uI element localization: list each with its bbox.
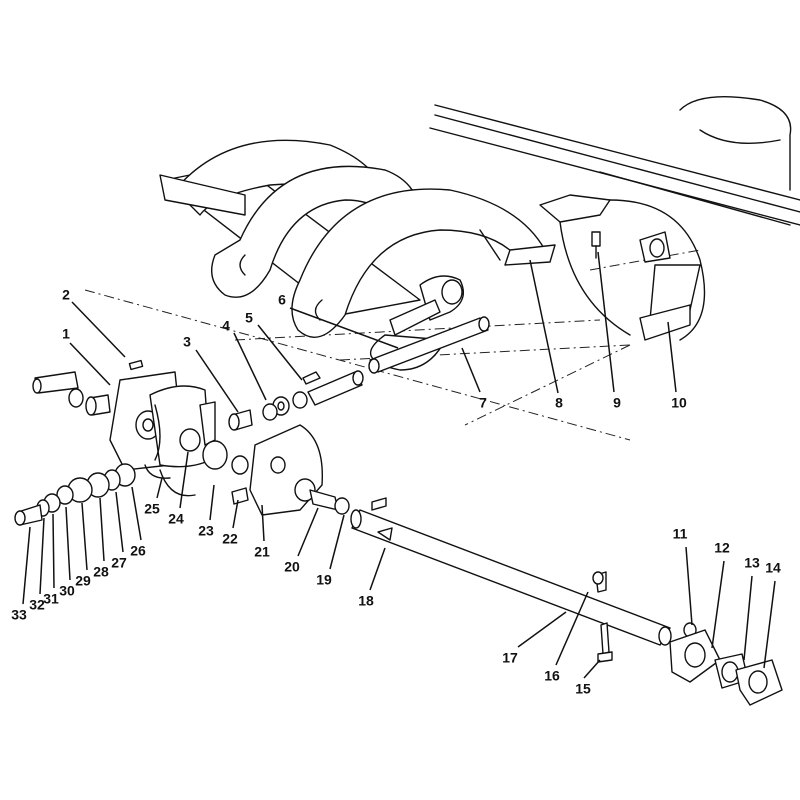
callout-label-14: 14: [765, 560, 781, 576]
callout-label-5: 5: [245, 310, 253, 326]
callout-label-17: 17: [502, 650, 518, 666]
callout-label-6: 6: [278, 292, 286, 308]
callout-label-25: 25: [144, 501, 160, 517]
callout-label-1: 1: [62, 326, 70, 342]
bearing-stack: [14, 463, 136, 526]
callout-label-12: 12: [714, 540, 730, 556]
auger-assembly: [159, 139, 556, 371]
callout-label-8: 8: [555, 395, 563, 411]
callout-label-20: 20: [284, 559, 300, 575]
callout-label-24: 24: [168, 511, 184, 527]
callout-label-10: 10: [671, 395, 687, 411]
callout-label-19: 19: [316, 572, 332, 588]
callout-label-28: 28: [93, 564, 109, 580]
callout-label-15: 15: [575, 681, 591, 697]
end-bearing-assembly: [669, 622, 783, 706]
callout-label-32: 32: [29, 597, 45, 613]
callout-label-26: 26: [130, 543, 146, 559]
callout-label-9: 9: [613, 395, 621, 411]
callout-label-22: 22: [222, 531, 238, 547]
callout-label-30: 30: [59, 583, 75, 599]
housing-frame: [429, 96, 800, 226]
callout-label-13: 13: [744, 555, 760, 571]
callout-label-4: 4: [222, 318, 230, 334]
drive-shaft-lower: [350, 497, 672, 663]
gearbox-left: [32, 359, 350, 516]
callout-label-3: 3: [183, 334, 191, 350]
callout-label-27: 27: [111, 555, 127, 571]
callout-label-16: 16: [544, 668, 560, 684]
callout-label-33: 33: [11, 607, 27, 623]
leader-lines: [22, 251, 776, 679]
callout-label-2: 2: [62, 287, 70, 303]
callout-label-31: 31: [43, 591, 59, 607]
callout-label-23: 23: [198, 523, 214, 539]
impeller-section: [539, 194, 706, 341]
callout-label-11: 11: [673, 526, 688, 542]
callout-label-7: 7: [479, 395, 487, 411]
callout-label-21: 21: [254, 544, 270, 560]
callout-label-18: 18: [358, 593, 374, 609]
callout-label-29: 29: [75, 573, 91, 589]
